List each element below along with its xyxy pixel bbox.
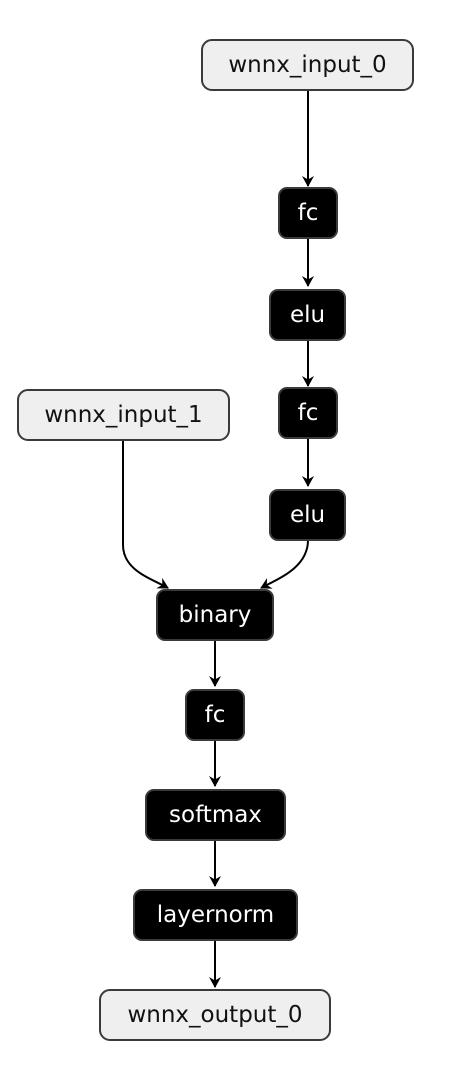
node-label: elu: [290, 502, 325, 528]
node-label: fc: [298, 400, 319, 426]
node-label: fc: [205, 702, 226, 728]
node-label: elu: [290, 302, 325, 328]
node-label: binary: [179, 602, 252, 628]
node-label: wnnx_input_1: [44, 402, 202, 428]
node-label: softmax: [169, 802, 262, 828]
node-elu-1: elu: [269, 289, 346, 341]
node-label: layernorm: [157, 902, 274, 928]
node-label: fc: [298, 200, 319, 226]
edges: [122, 90, 314, 988]
node-wnnx-output-0: wnnx_output_0: [99, 989, 331, 1041]
edge-wnnx_input_1-to-binary: [122, 440, 169, 589]
node-softmax: softmax: [145, 789, 286, 841]
node-layernorm: layernorm: [133, 889, 298, 941]
node-fc-3: fc: [185, 689, 245, 741]
edge-elu_2-to-binary: [260, 539, 309, 589]
node-fc-1: fc: [278, 187, 338, 239]
node-wnnx-input-1: wnnx_input_1: [17, 389, 230, 441]
node-wnnx-input-0: wnnx_input_0: [201, 39, 414, 91]
node-fc-2: fc: [278, 387, 338, 439]
node-binary: binary: [156, 589, 274, 641]
node-elu-2: elu: [269, 489, 346, 541]
node-label: wnnx_input_0: [228, 52, 386, 78]
node-label: wnnx_output_0: [127, 1002, 302, 1028]
